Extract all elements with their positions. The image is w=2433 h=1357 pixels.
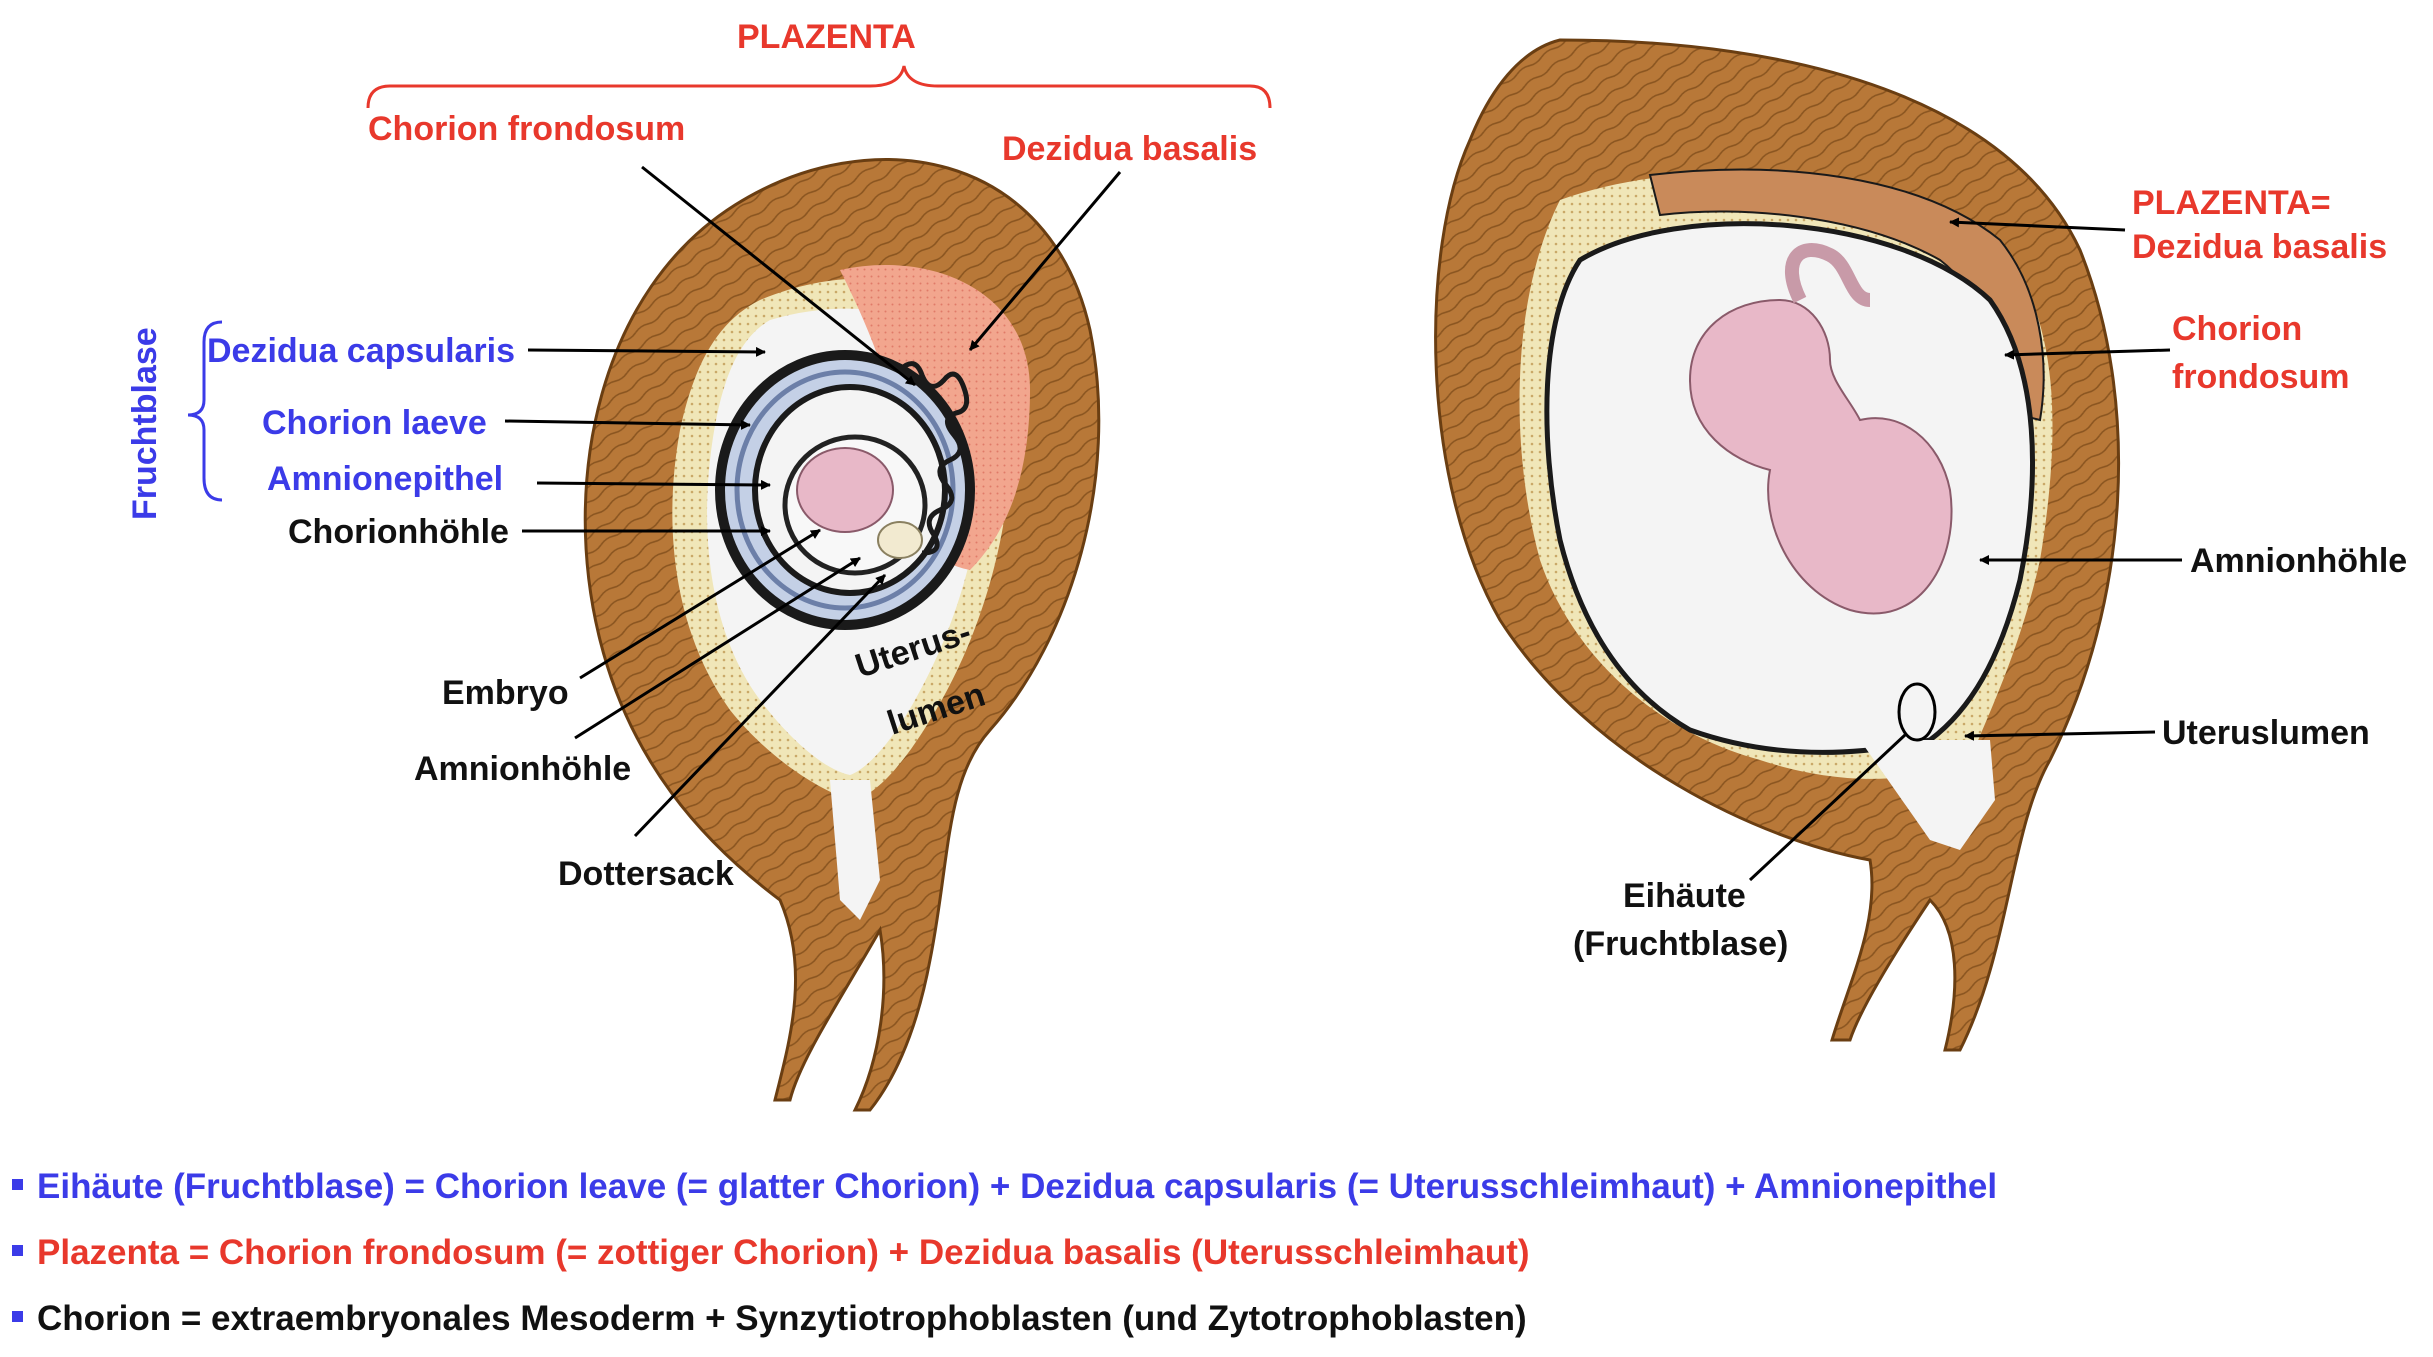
right-membrane-circle bbox=[1897, 682, 1937, 742]
label-embryo: Embryo bbox=[442, 674, 569, 712]
right-placenta bbox=[1648, 168, 2045, 422]
legend-line-2: Plazenta = Chorion frondosum (= zottiger… bbox=[12, 1233, 1530, 1273]
right-umbilical-cord bbox=[1784, 243, 1872, 307]
right-fetus bbox=[1688, 298, 1953, 615]
left-embryo bbox=[796, 447, 894, 533]
legend-line-3: Chorion = extraembryonales Mesoderm + Sy… bbox=[12, 1299, 1527, 1339]
label-chorion-laeve: Chorion laeve bbox=[262, 404, 487, 442]
legend-text-2: Plazenta = Chorion frondosum (= zottiger… bbox=[37, 1233, 1530, 1272]
left-cervical-canal bbox=[830, 780, 880, 920]
label-amnionhoehle-left: Amnionhöhle bbox=[414, 750, 631, 788]
label-chorion-right-1: Chorion bbox=[2172, 310, 2302, 348]
right-arrows bbox=[1748, 217, 2182, 882]
label-eihaeute-1: Eihäute bbox=[1623, 877, 1746, 915]
label-dezidua-capsularis: Dezidua capsularis bbox=[207, 332, 515, 370]
legend-bullet bbox=[12, 1245, 23, 1257]
fruchtblase-brace bbox=[187, 320, 223, 502]
legend-line-1: Eihäute (Fruchtblase) = Chorion leave (=… bbox=[12, 1167, 1997, 1207]
left-uterus bbox=[583, 158, 1101, 1112]
label-fruchtblase: Fruchtblase bbox=[126, 327, 164, 520]
placenta-brace bbox=[366, 65, 1272, 109]
right-uterus bbox=[1434, 38, 2121, 1052]
left-yolk-sac bbox=[877, 521, 923, 559]
placenta-header: PLAZENTA bbox=[737, 18, 916, 56]
legend-bullet bbox=[12, 1179, 23, 1191]
label-dottersack: Dottersack bbox=[558, 855, 734, 893]
legend-text-3: Chorion = extraembryonales Mesoderm + Sy… bbox=[37, 1299, 1527, 1338]
label-eihaeute-2: (Fruchtblase) bbox=[1573, 925, 1788, 963]
label-dezidua-basalis-left: Dezidua basalis bbox=[1002, 130, 1257, 168]
label-amnionepithel: Amnionepithel bbox=[267, 460, 503, 498]
label-placenta-right-2: Dezidua basalis bbox=[2132, 228, 2387, 266]
label-chorion-frondosum-left: Chorion frondosum bbox=[368, 110, 685, 148]
label-placenta-right-1: PLAZENTA= bbox=[2132, 184, 2331, 222]
legend-text-1: Eihäute (Fruchtblase) = Chorion leave (=… bbox=[37, 1167, 1998, 1206]
label-uteruslumen-right: Uteruslumen bbox=[2162, 714, 2370, 752]
right-uterine-lumen bbox=[1860, 740, 1995, 850]
left-chorion-villi bbox=[898, 361, 970, 556]
label-chorion-right-2: frondosum bbox=[2172, 358, 2350, 396]
label-amnionhoehle-right: Amnionhöhle bbox=[2190, 542, 2407, 580]
left-arrows bbox=[504, 165, 1122, 838]
label-chorionhoehle: Chorionhöhle bbox=[288, 513, 509, 551]
legend-bullet bbox=[12, 1311, 23, 1323]
left-chorion-ring bbox=[734, 369, 956, 611]
